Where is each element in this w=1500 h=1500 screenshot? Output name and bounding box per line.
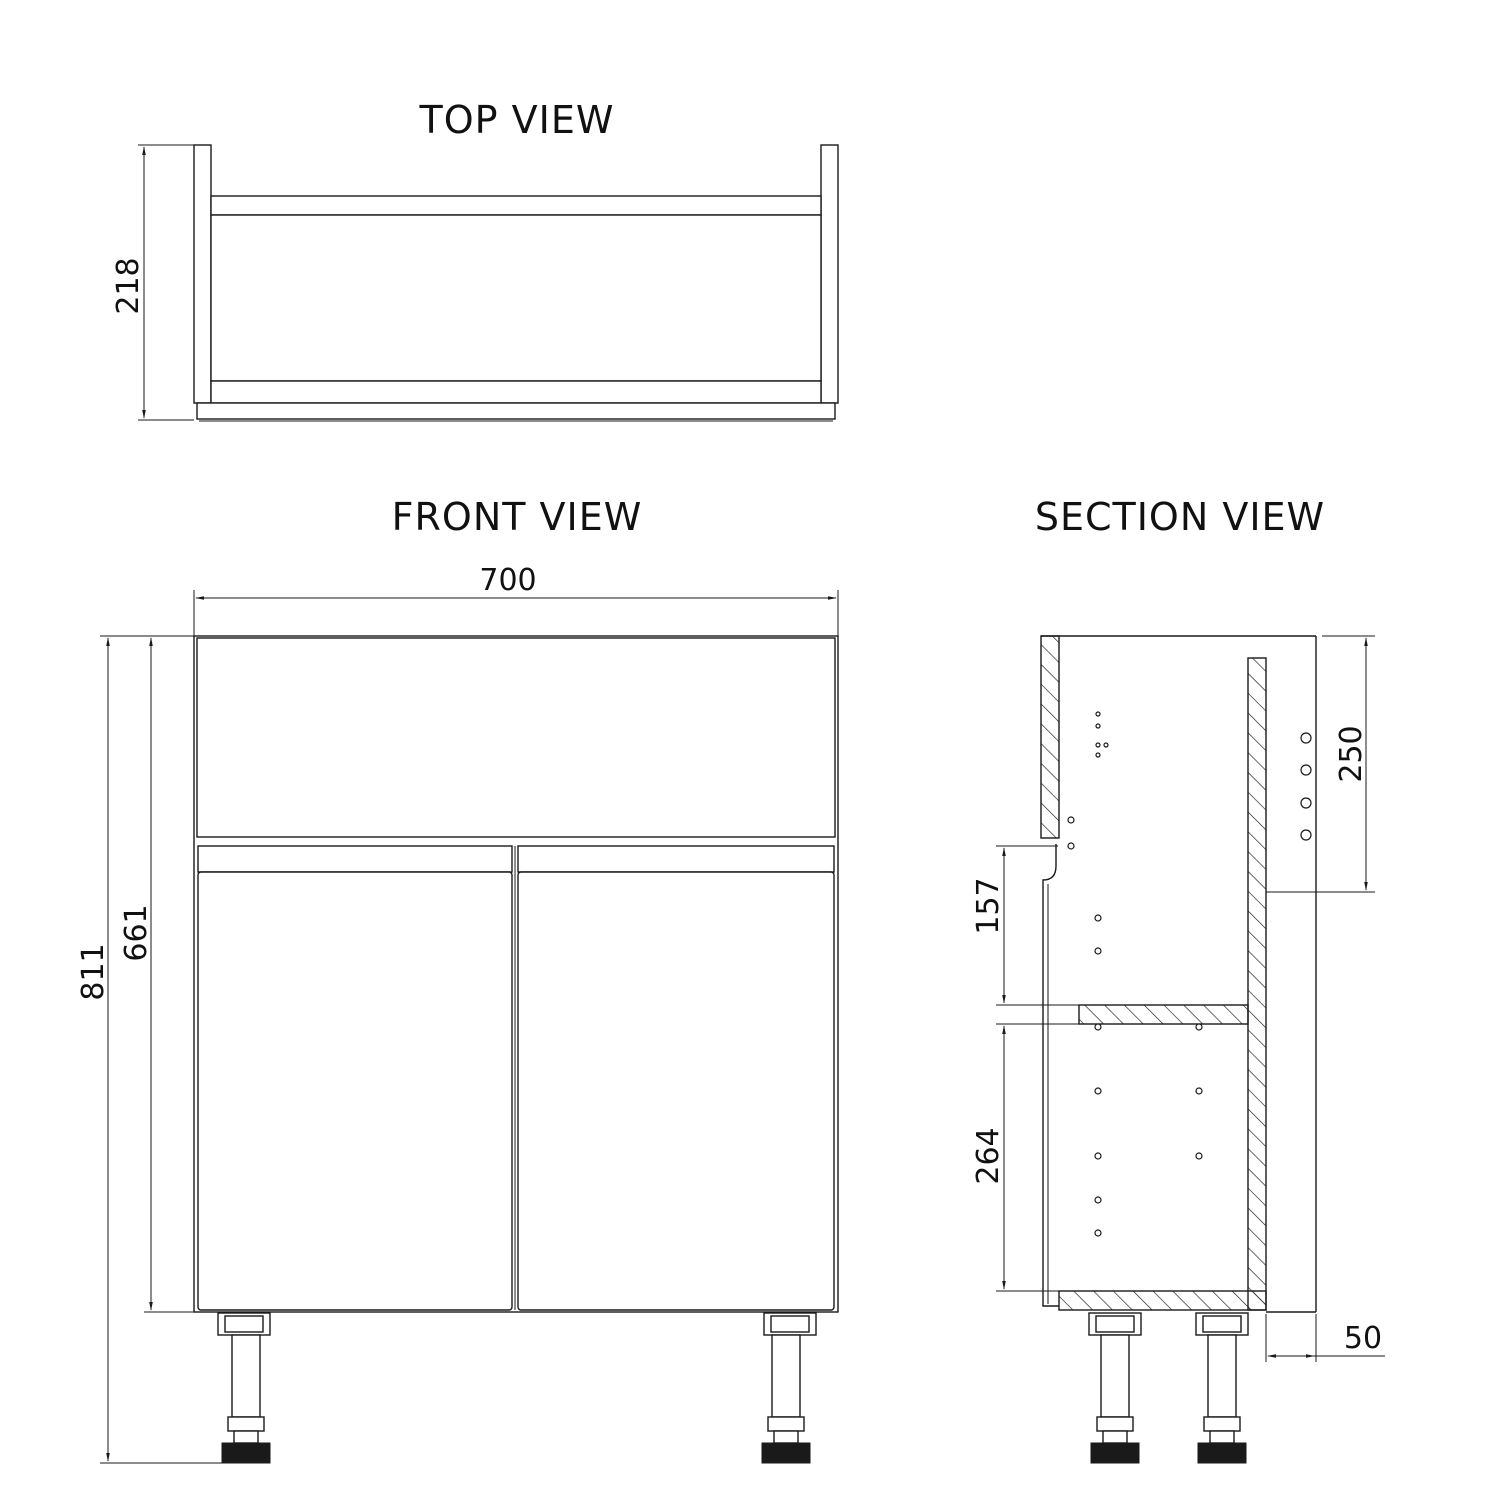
top-view-title: TOP VIEW [419, 98, 615, 142]
top-back-panel [210, 195, 822, 216]
front-view: FRONT VIEW 700 [76, 495, 839, 1464]
front-total-height-label: 811 [76, 943, 111, 1000]
section-cabinet [1040, 635, 1317, 1313]
section-lower-space-dimension: 264 [971, 1023, 1079, 1292]
front-view-title: FRONT VIEW [392, 495, 643, 539]
section-top-gap-label: 250 [1334, 725, 1369, 782]
section-back-offset-dimension: 50 [1265, 1314, 1385, 1362]
top-view: TOP VIEW 218 [111, 98, 839, 422]
section-right-leg [1195, 1312, 1249, 1464]
section-top-gap-dimension: 250 [1266, 635, 1375, 893]
front-cabinet [193, 635, 839, 1313]
front-body-height-dimension: 661 [119, 637, 194, 1313]
top-interior [210, 214, 822, 382]
top-depth-label: 218 [111, 257, 146, 314]
section-back-offset-label: 50 [1344, 1321, 1382, 1356]
section-door-profile [1042, 844, 1059, 1307]
front-total-height-dimension: 811 [76, 635, 226, 1464]
right-door [517, 871, 835, 1311]
section-view-title: SECTION VIEW [1035, 495, 1325, 539]
left-door-rail [197, 845, 513, 873]
top-left-side-panel [193, 144, 212, 404]
section-bottom-panel [1058, 1290, 1267, 1311]
section-view: SECTION VIEW [971, 495, 1385, 1464]
right-door-rail [517, 845, 835, 873]
front-body-height-label: 661 [119, 904, 154, 961]
front-width-dimension: 700 [193, 563, 839, 636]
section-back-panel [1247, 657, 1267, 1311]
front-right-leg [761, 1312, 817, 1464]
section-upper-space-label: 157 [971, 877, 1006, 934]
section-shelf [1078, 1004, 1249, 1025]
top-view-cabinet [193, 144, 839, 422]
section-basin-front-panel [1040, 635, 1060, 839]
left-door [197, 871, 513, 1311]
top-door-front [196, 402, 836, 420]
section-upper-space-dimension: 157 [971, 845, 1079, 1006]
front-left-leg [217, 1312, 271, 1464]
basin-front-panel [196, 637, 836, 838]
top-right-side-panel [820, 144, 839, 404]
section-lower-space-label: 264 [971, 1127, 1006, 1184]
section-shelf-holes [1067, 711, 1312, 1237]
top-front-rail [210, 380, 822, 404]
top-depth-dimension: 218 [111, 144, 194, 421]
front-width-label: 700 [479, 563, 536, 598]
section-left-leg [1088, 1312, 1142, 1464]
